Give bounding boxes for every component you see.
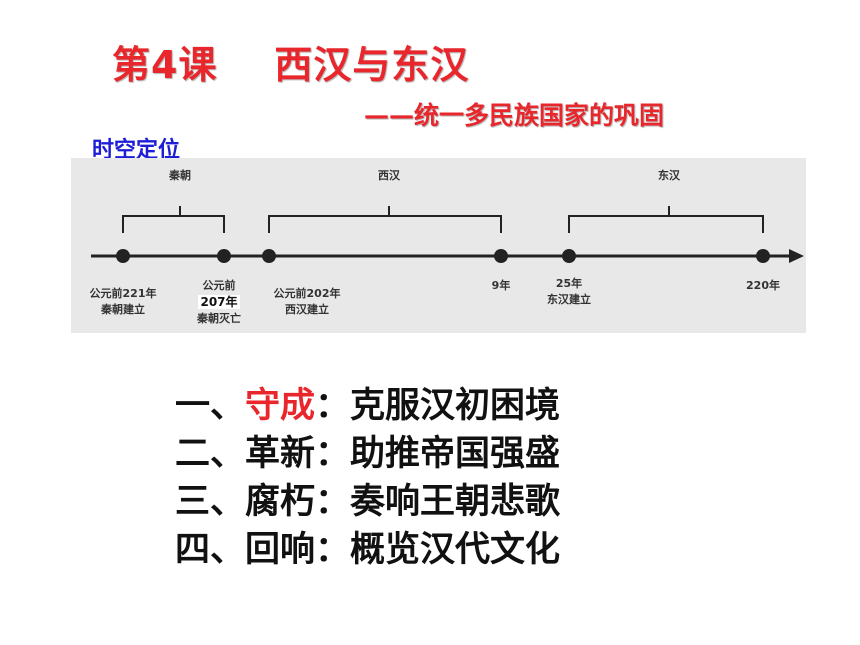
event-dot <box>756 249 770 263</box>
bracket-western-han <box>268 206 502 233</box>
event-label: 公元前221年 秦朝建立 <box>89 287 157 316</box>
timeline-arrow <box>789 249 804 263</box>
period-label-eastern-han: 东汉 <box>658 169 680 182</box>
event-dot <box>116 249 130 263</box>
event-dot <box>562 249 576 263</box>
event-dot <box>494 249 508 263</box>
outline-list: 一、守成：克服汉初困境 二、革新：助推帝国强盛 三、腐朽：奏响王朝悲歌 四、回响… <box>175 382 560 574</box>
event-dot <box>262 249 276 263</box>
event-label: 25年 东汉建立 <box>547 277 591 306</box>
outline-item: 三、腐朽：奏响王朝悲歌 <box>175 482 561 522</box>
outline-item: 二、革新：助推帝国强盛 <box>175 434 561 474</box>
timeline-graphic <box>91 206 804 263</box>
bracket-qin <box>122 206 225 233</box>
timeline: 秦朝 西汉 东汉 公元前221年 秦朝建立 公元前 207年 秦朝灭亡 公元前2… <box>71 158 806 333</box>
bracket-eastern-han <box>568 206 764 233</box>
event-label: 220年 <box>746 279 780 292</box>
period-label-western-han: 西汉 <box>378 169 400 182</box>
outline-item: 四、回响：概览汉代文化 <box>175 530 561 570</box>
event-label: 公元前202年 西汉建立 <box>273 287 341 316</box>
lesson-title: 第4课 西汉与东汉 <box>112 43 470 87</box>
period-label-qin: 秦朝 <box>169 169 191 182</box>
event-label: 9年 <box>491 279 511 292</box>
lesson-subtitle: ——统一多民族国家的巩固 <box>364 101 665 130</box>
outline-keyword-highlight: 守成 <box>245 386 316 426</box>
outline-item: 一、守成：克服汉初困境 <box>175 386 561 426</box>
event-label: 公元前 207年 秦朝灭亡 <box>197 279 241 325</box>
event-dot <box>217 249 231 263</box>
